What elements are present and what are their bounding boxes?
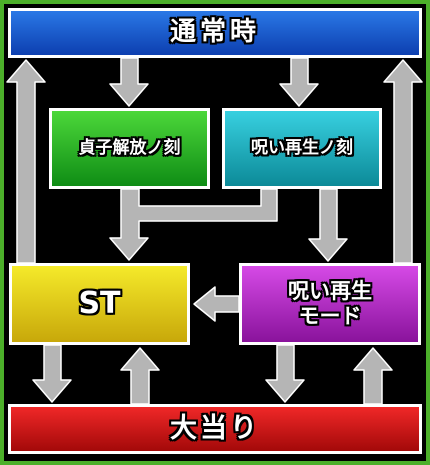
node-normal-label: 通常時: [169, 17, 260, 48]
node-noroi-saisei-mode: 呪い再生 モード: [239, 263, 421, 345]
arrow-noroi-mode-to-st: [193, 286, 240, 322]
node-normal-state: 通常時: [8, 8, 422, 58]
arrow-normal-to-teishi: [109, 57, 149, 107]
arrow-st-to-jackpot: [32, 344, 72, 403]
node-jackpot: 大当り: [8, 404, 422, 454]
node-noroi-koku-label: 呪い再生ノ刻: [251, 138, 353, 159]
arrow-noroi-koku-to-noroi-mode: [308, 188, 348, 262]
node-noroi-mode-label-line2: モード: [298, 304, 362, 328]
node-teishi-kaiho: 貞子解放ノ刻: [49, 108, 210, 189]
arrow-noroi-mode-to-jackpot: [265, 344, 305, 403]
node-st: ST: [9, 263, 190, 345]
node-noroi-saisei-koku: 呪い再生ノ刻: [222, 108, 382, 189]
arrow-noroi-koku-merge-to-st: [109, 188, 278, 261]
arrow-normal-to-noroi-koku: [279, 57, 319, 107]
arrow-jackpot-to-noroi-mode: [353, 347, 393, 405]
arrow-st-to-normal: [6, 59, 46, 264]
arrow-jackpot-to-st: [120, 347, 160, 405]
node-jackpot-label: 大当り: [170, 412, 260, 444]
node-teishi-label: 貞子解放ノ刻: [78, 138, 181, 159]
node-st-label: ST: [78, 286, 121, 321]
arrow-noroi-mode-to-normal: [383, 59, 423, 264]
node-noroi-mode-label-line1: 呪い再生: [288, 278, 372, 303]
